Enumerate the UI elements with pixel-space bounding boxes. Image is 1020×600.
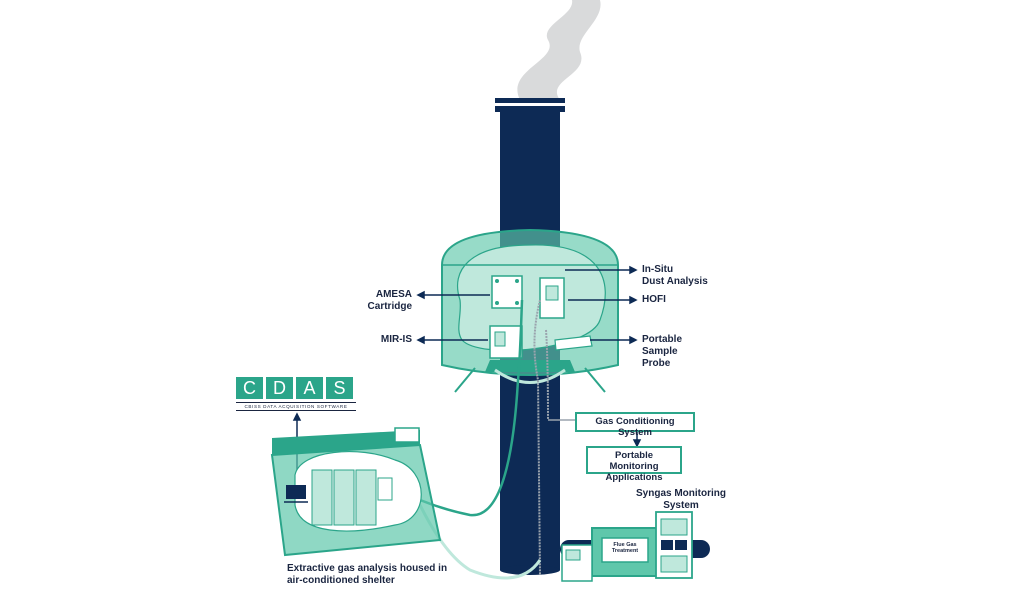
analysis-shelter [270, 427, 442, 557]
gas-conditioning-system-box: Gas Conditioning System [575, 412, 695, 438]
mir-is-device [489, 325, 523, 359]
portable-probe-device [554, 335, 593, 351]
amesa-cartridge-device [491, 275, 523, 309]
monitoring-enclosure [441, 228, 619, 393]
smoke-plume [517, 0, 601, 100]
syngas-monitoring-cabinet [655, 511, 693, 579]
mir-is-label: MIR-IS [380, 334, 412, 345]
amesa-cartridge-label: AMESA Cartridge [367, 289, 412, 312]
in-situ-dust-analysis-label: In-Situ Dust Analysis [642, 264, 708, 287]
shelter-caption: Extractive gas analysis housed in air-co… [287, 563, 448, 586]
cdas-letter: C [236, 377, 263, 399]
cdas-letter: D [266, 377, 293, 399]
hofi-label: HOFI [642, 294, 666, 305]
cdas-subtitle: CBISS DATA ACQUISITION SOFTWARE [236, 402, 356, 411]
portable-monitoring-applications-box: Portable Monitoring Applications [586, 446, 682, 483]
syngas-monitoring-system-label: Syngas Monitoring System [636, 488, 726, 511]
cdas-logo: C D A S CBISS DATA ACQUISITION SOFTWARE [236, 377, 356, 411]
flue-gas-treatment-label: Flue Gas Treatment [611, 542, 639, 554]
cdas-letter: S [326, 377, 353, 399]
hofi-device [539, 277, 565, 319]
portable-analyzer-unit [561, 544, 593, 582]
cdas-letter: A [296, 377, 323, 399]
portable-sample-probe-label: Portable Sample Probe [642, 334, 683, 369]
